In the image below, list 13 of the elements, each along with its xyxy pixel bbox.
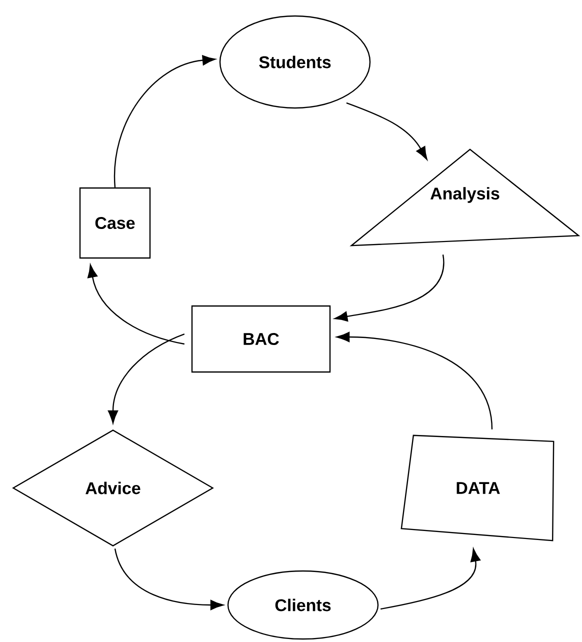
arrow — [336, 332, 493, 430]
arrow — [380, 548, 480, 610]
process-box: BAC — [191, 305, 331, 373]
arrow — [88, 264, 185, 345]
arrow — [114, 548, 224, 610]
ellipse-node: Clients — [227, 570, 379, 640]
arrow — [346, 102, 428, 160]
arrow — [334, 254, 444, 322]
arrow — [108, 333, 185, 424]
parallelogram-node: DATA — [400, 434, 554, 542]
arrow — [114, 55, 216, 188]
process-box: Case — [79, 187, 151, 259]
ellipse-node: Students — [219, 15, 371, 109]
